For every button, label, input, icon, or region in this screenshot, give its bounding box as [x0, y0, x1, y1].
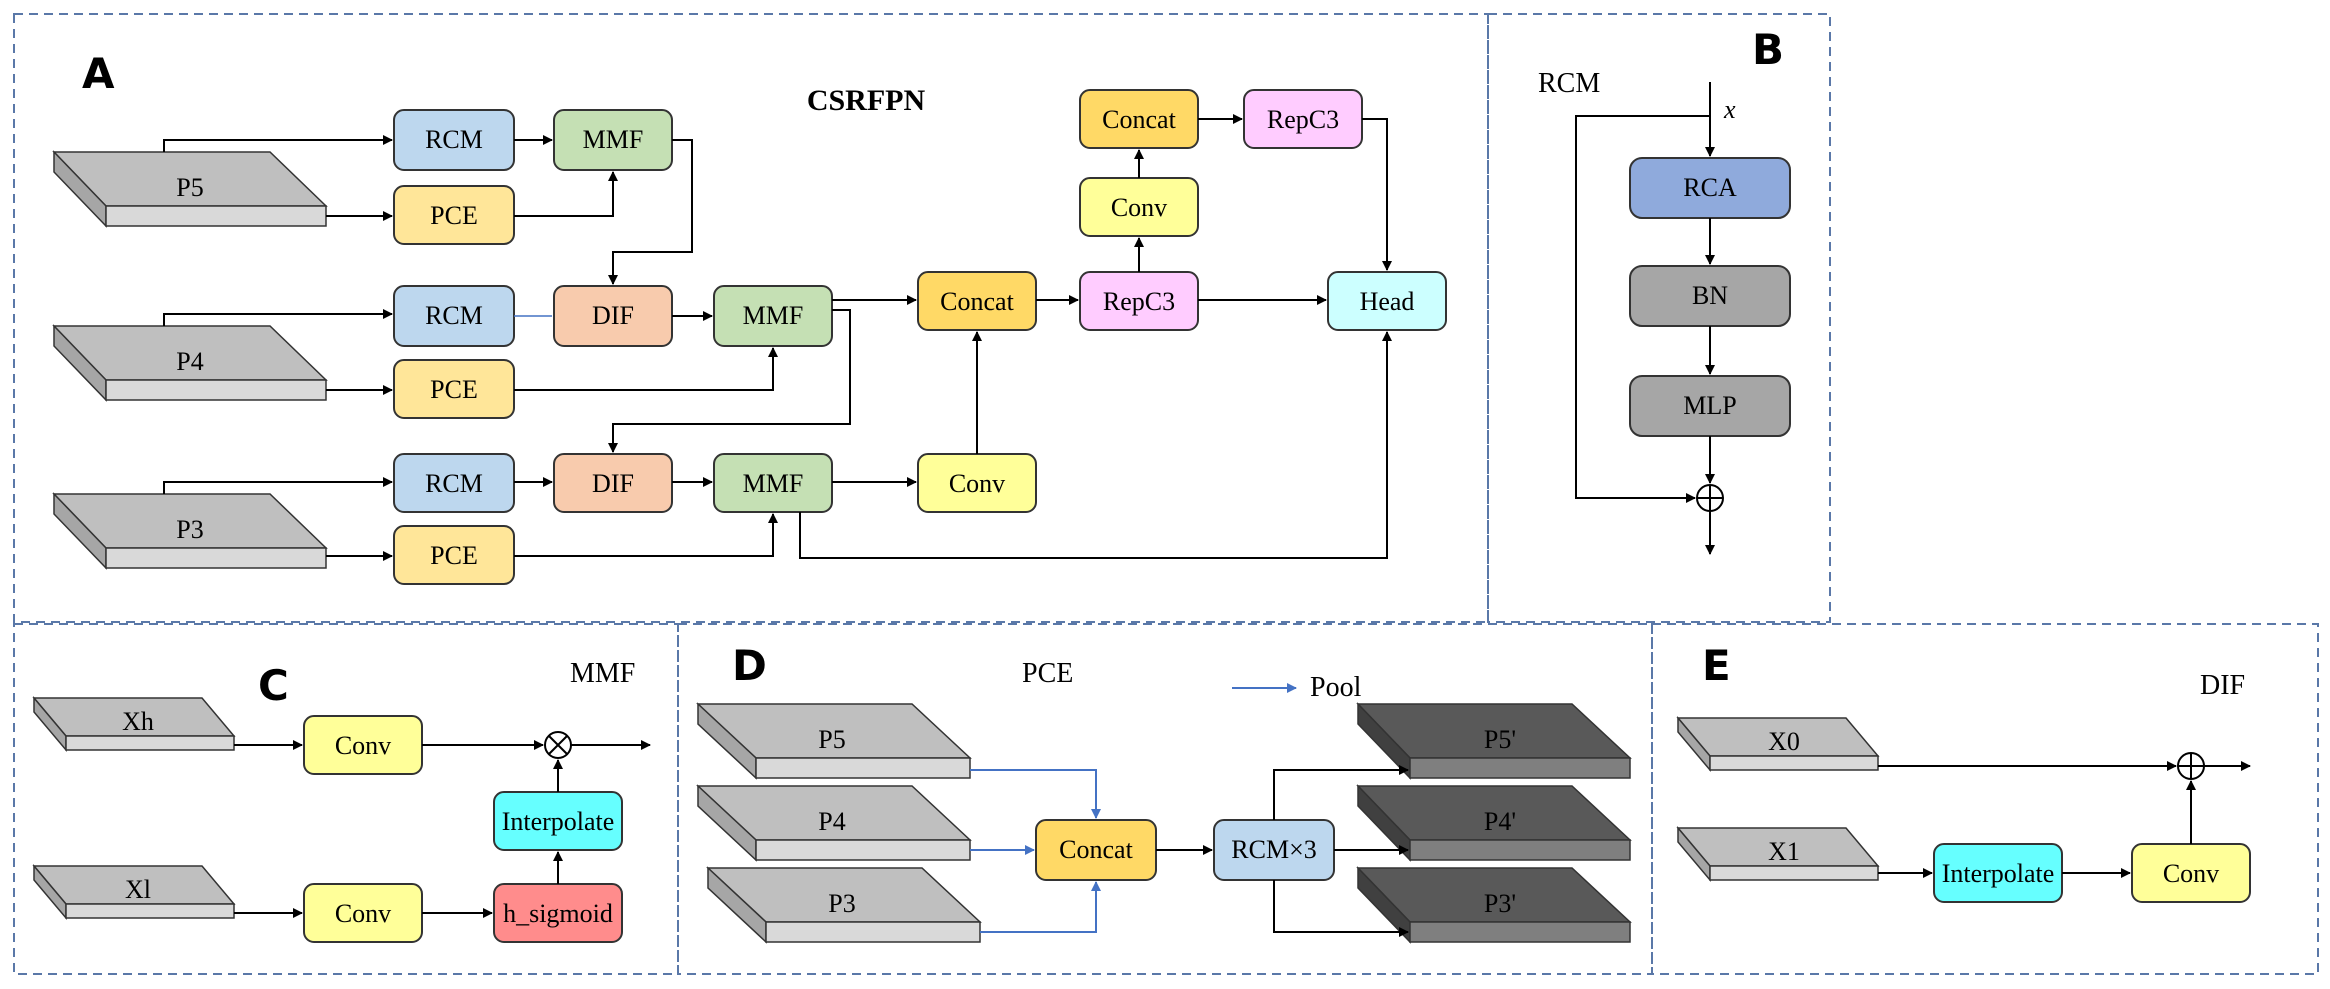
- panel-d-rcm3-label: RCM×3: [1231, 835, 1316, 864]
- panel-a-dif-p3-label: DIF: [592, 469, 634, 498]
- panel-a-pce-p3-label: PCE: [430, 541, 478, 570]
- panel-b-connections: [1575, 82, 1715, 555]
- panel-e-title: DIF: [2200, 670, 2245, 701]
- panel-d-output-p4-label: P4': [1484, 807, 1516, 836]
- panel-d-input-p5-slab: [696, 702, 972, 780]
- panel-e-connections: [1878, 761, 2251, 878]
- panel-c-input-xh-slab: [32, 695, 236, 753]
- panel-c-conv-top-label: Conv: [335, 731, 391, 760]
- panel-d-legend-label: Pool: [1310, 672, 1362, 703]
- panel-b-letter: B: [1752, 25, 1784, 74]
- panel-a-input-p5-label: P5: [176, 173, 203, 202]
- panel-b-title: RCM: [1538, 68, 1600, 99]
- panel-c-connections: [234, 740, 651, 918]
- panel-c-hsigmoid-label: h_sigmoid: [503, 899, 613, 928]
- panel-c-input-xl-slab: [32, 863, 236, 921]
- panel-a-input-p4-slab: [52, 324, 328, 402]
- panel-d-connections: [970, 765, 1409, 937]
- panel-a-rcm-p3-label: RCM: [425, 469, 483, 498]
- panel-d-title: PCE: [1022, 658, 1073, 689]
- panel-c-interpolate-label: Interpolate: [502, 807, 615, 836]
- panel-d-output-p3-label: P3': [1484, 889, 1516, 918]
- panel-a-repc3-mid-label: RepC3: [1103, 287, 1175, 316]
- panel-d-input-p3-label: P3: [828, 889, 855, 918]
- panel-c-conv-bottom-label: Conv: [335, 899, 391, 928]
- panel-a-conv-bottom-label: Conv: [949, 469, 1005, 498]
- panel-a-repc3-top-label: RepC3: [1267, 105, 1339, 134]
- panel-b-add-node: [1696, 484, 1724, 512]
- panel-a-input-p3-slab: [52, 492, 328, 570]
- panel-c-multiply-node: [544, 731, 572, 759]
- panel-b-input-x: x: [1723, 95, 1736, 124]
- panel-b-frame: [1487, 13, 1831, 623]
- panel-d-input-p4-slab: [696, 784, 972, 862]
- panel-e-letter: E: [1702, 641, 1731, 690]
- panel-b-bn-label: BN: [1692, 281, 1728, 310]
- panel-d-output-p5-label: P5': [1484, 725, 1516, 754]
- panel-a-concat-mid-label: Concat: [940, 287, 1014, 316]
- panel-a-mmf-p5-label: MMF: [583, 125, 644, 154]
- panel-a-input-p4-label: P4: [176, 347, 203, 376]
- panel-e-input-x1-slab: [1676, 825, 1880, 883]
- panel-a-input-p5-slab: [52, 150, 328, 228]
- panel-e-interpolate-label: Interpolate: [1942, 859, 2055, 888]
- panel-a-mmf-p4: [713, 285, 833, 347]
- panel-d-concat-label: Concat: [1059, 835, 1133, 864]
- panel-a-mmf-p4-label: MMF: [743, 301, 804, 330]
- panel-c-input-xl-label: Xl: [125, 875, 151, 904]
- panel-c-frame: [13, 623, 679, 975]
- panel-a-concat-top-label: Concat: [1102, 105, 1176, 134]
- panel-a-conv-top-label: Conv: [1111, 193, 1167, 222]
- panel-c-input-xh-label: Xh: [122, 707, 154, 736]
- panel-e-input-x1-label: X1: [1768, 837, 1800, 866]
- panel-d-output-p3-slab: [1356, 866, 1632, 944]
- panel-a-letter: A: [82, 49, 115, 98]
- panel-c-title: MMF: [570, 658, 635, 689]
- panel-a-dif-p4-label: DIF: [592, 301, 634, 330]
- panel-a-head: [1327, 271, 1447, 331]
- panel-c-letter: C: [258, 661, 289, 710]
- panel-d-input-p5-label: P5: [818, 725, 845, 754]
- panel-a-mmf-p3-label: MMF: [743, 469, 804, 498]
- panel-a-pce-p4-label: PCE: [430, 375, 478, 404]
- panel-e-add-node: [2177, 752, 2205, 780]
- panel-a-head-label: Head: [1360, 287, 1415, 316]
- panel-d-output-p5-slab: [1356, 702, 1632, 780]
- panel-a-rcm-p4-label: RCM: [425, 301, 483, 330]
- panel-d-frame: [677, 623, 1653, 975]
- panel-e-input-x0-slab: [1676, 715, 1880, 773]
- panel-b-rca-label: RCA: [1683, 173, 1737, 202]
- panel-d-letter: D: [732, 641, 767, 690]
- panel-a-input-p3-label: P3: [176, 515, 203, 544]
- panel-e-input-x0-label: X0: [1768, 727, 1800, 756]
- panel-d-input-p4-label: P4: [818, 807, 845, 836]
- panel-d-input-p3-slab: [706, 866, 982, 944]
- panel-e-conv-label: Conv: [2163, 859, 2219, 888]
- panel-e-frame: [1651, 623, 2319, 975]
- panel-b-mlp-label: MLP: [1683, 391, 1736, 420]
- panel-a-title: CSRFPN: [807, 84, 926, 117]
- panel-d-output-p4-slab: [1356, 784, 1632, 862]
- panel-a-rcm-p5-label: RCM: [425, 125, 483, 154]
- panel-a-connections: [163, 114, 1392, 561]
- panel-a-pce-p5-label: PCE: [430, 201, 478, 230]
